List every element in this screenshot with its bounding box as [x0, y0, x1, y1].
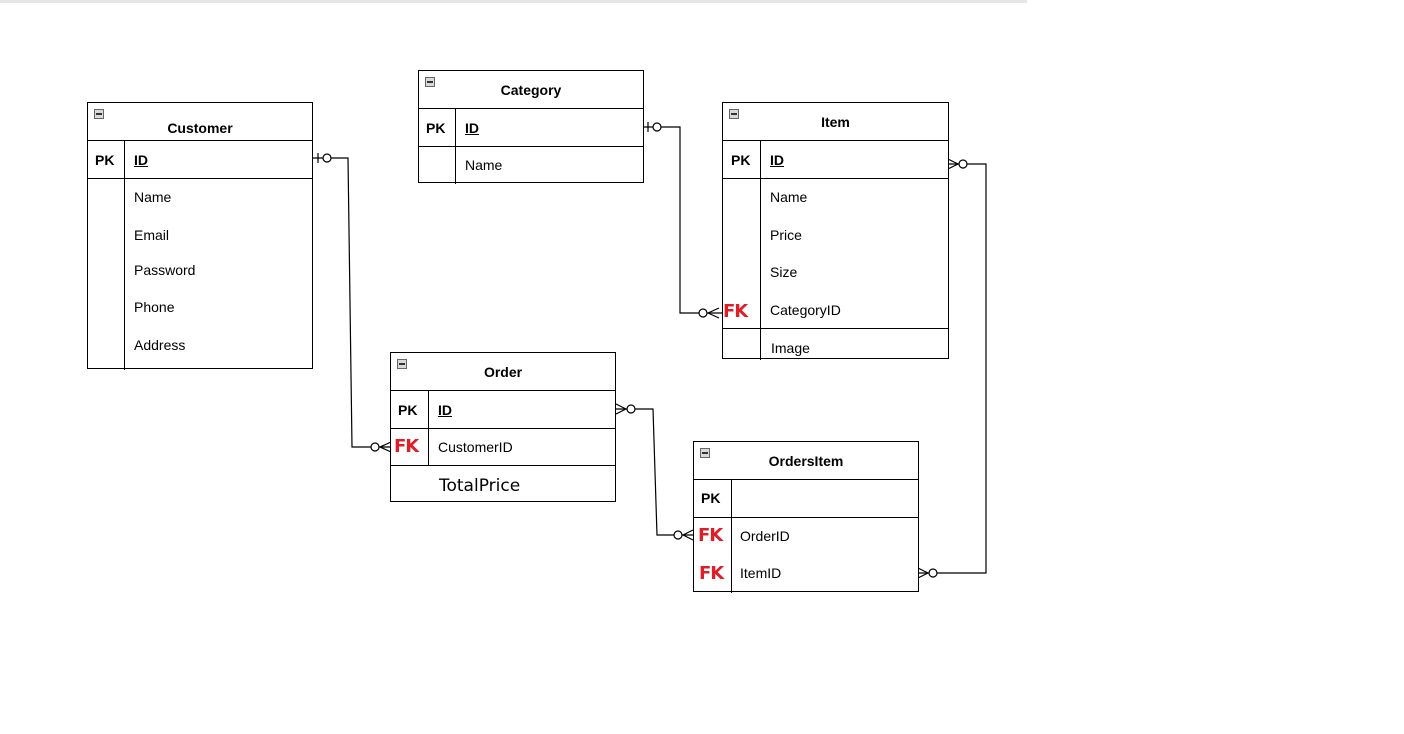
rel-order-ordersitem	[615, 403, 694, 541]
field-id: ID	[465, 120, 479, 136]
field-address: Address	[134, 337, 186, 353]
field-image: Image	[771, 340, 810, 356]
field-item-id: ItemID	[740, 565, 782, 581]
item-entity[interactable]: Item PK ID Name Price Size FK CategoryID…	[722, 102, 949, 360]
entity-title: Customer	[167, 120, 233, 136]
field-category-id: CategoryID	[770, 302, 841, 318]
collapse-icon[interactable]	[700, 448, 710, 458]
pk-label: PK	[731, 152, 751, 168]
collapse-icon[interactable]	[397, 359, 407, 369]
field-phone: Phone	[134, 299, 175, 315]
pk-label: PK	[95, 152, 115, 168]
collapse-icon[interactable]	[94, 109, 104, 119]
divider	[124, 141, 125, 370]
order-entity[interactable]: Order PK ID FK CustomerID TotalPrice	[390, 352, 616, 502]
field-id: ID	[770, 152, 784, 168]
field-email: Email	[134, 227, 170, 243]
divider	[88, 178, 312, 179]
divider	[391, 428, 615, 429]
entity-title: Item	[821, 114, 850, 130]
divider	[419, 108, 643, 109]
pk-label: PK	[426, 120, 446, 136]
fk-marker: FK	[698, 525, 723, 546]
field-size: Size	[770, 264, 798, 280]
field-name: Name	[465, 157, 503, 173]
fk-marker: FK	[699, 563, 724, 584]
divider	[428, 391, 429, 465]
divider	[694, 479, 918, 480]
divider	[723, 328, 948, 329]
divider	[419, 146, 643, 147]
window-top-border	[0, 0, 1027, 3]
divider	[391, 465, 615, 466]
field-name: Name	[134, 189, 172, 205]
category-entity[interactable]: Category PK ID Name	[418, 70, 644, 184]
rel-category-item	[643, 122, 722, 319]
fk-marker: FK	[394, 436, 419, 457]
divider	[694, 517, 918, 518]
entity-title: OrdersItem	[768, 453, 844, 469]
divider	[391, 390, 615, 391]
divider	[723, 140, 948, 141]
divider	[760, 141, 761, 360]
collapse-icon[interactable]	[729, 109, 739, 119]
customer-entity[interactable]: Customer PK ID Name Email Password Phone…	[87, 102, 313, 370]
field-password: Password	[134, 262, 196, 278]
rel-customer-order	[313, 153, 392, 453]
fk-marker: FK	[723, 301, 748, 322]
field-customer-id: CustomerID	[438, 439, 513, 455]
divider	[723, 178, 948, 179]
field-name: Name	[770, 189, 808, 205]
pk-label: PK	[701, 490, 721, 506]
field-order-id: OrderID	[740, 528, 790, 544]
divider	[731, 480, 732, 593]
entity-title: Category	[500, 82, 562, 98]
field-total-price: TotalPrice	[439, 476, 521, 496]
divider	[455, 109, 456, 184]
pk-label: PK	[398, 402, 418, 418]
rel-item-ordersitem	[917, 158, 987, 579]
field-price: Price	[770, 227, 802, 243]
divider	[88, 140, 312, 141]
field-id: ID	[134, 152, 148, 168]
field-id: ID	[438, 402, 452, 418]
collapse-icon[interactable]	[425, 77, 435, 87]
entity-title: Order	[483, 364, 523, 380]
ordersitem-entity[interactable]: OrdersItem PK FK OrderID FK ItemID	[693, 441, 919, 593]
